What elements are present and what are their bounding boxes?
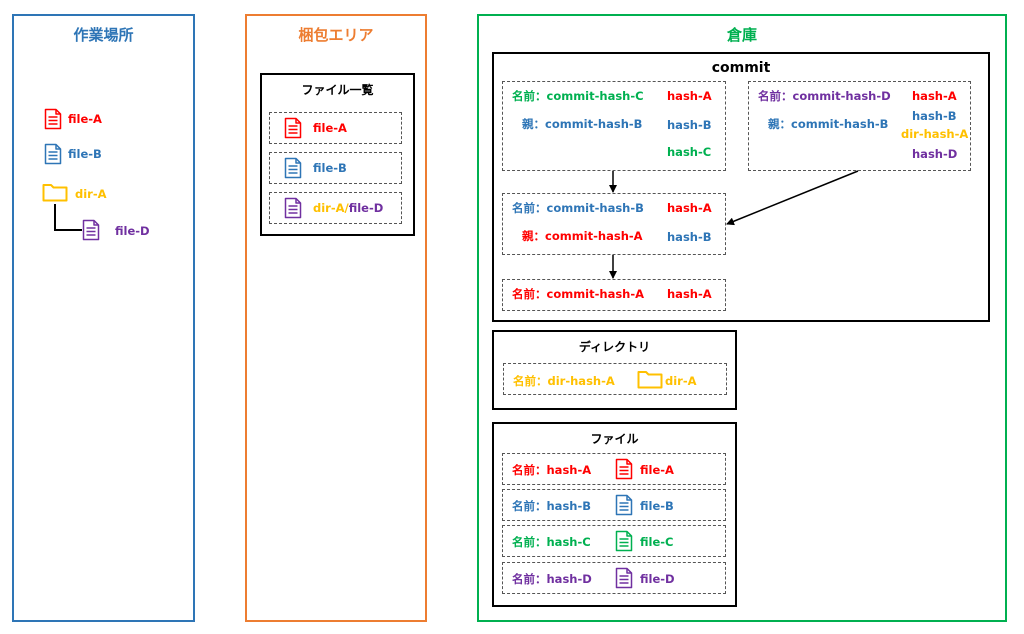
workspace-file-a: file-A xyxy=(68,112,102,126)
file-row xyxy=(502,525,726,557)
file-row xyxy=(502,489,726,521)
file-row-file: file-C xyxy=(640,535,674,549)
file-row xyxy=(502,562,726,594)
commit-c-hash-a: hash-A xyxy=(667,89,712,103)
commit-a-name: 名前：commit-hash-A xyxy=(512,287,645,301)
commit-d-hash-d: hash-D xyxy=(912,147,958,161)
staging-entry-b-label: file-B xyxy=(313,161,347,175)
staging-entry-d-label: dir-A/file-D xyxy=(313,201,383,215)
file-icon xyxy=(615,530,633,552)
file-row-file: file-A xyxy=(640,463,674,477)
file-row xyxy=(502,453,726,485)
commit-d-dir-hash-a: dir-hash-A xyxy=(901,127,969,141)
commit-a-box xyxy=(502,279,726,311)
commit-c-name: 名前：commit-hash-C xyxy=(512,89,644,103)
file-icon xyxy=(615,567,633,589)
workspace-title: 作業場所 xyxy=(73,26,134,44)
repository-title: 倉庫 xyxy=(726,26,757,44)
commit-b-hash-a: hash-A xyxy=(667,201,712,215)
file-icon xyxy=(284,157,302,179)
file-row-name: 名前：hash-C xyxy=(512,535,591,549)
commit-c-parent: 親：commit-hash-B xyxy=(522,117,643,131)
file-icon xyxy=(615,494,633,516)
file-row-file: file-D xyxy=(640,572,675,586)
workspace-file-d: file-D xyxy=(115,224,150,238)
commit-b-parent: 親：commit-hash-A xyxy=(522,229,643,243)
file-icon xyxy=(44,143,62,165)
staging-panel: 梱包エリア xyxy=(245,14,427,622)
commit-d-name: 名前：commit-hash-D xyxy=(758,89,891,103)
repository-panel: 倉庫 xyxy=(477,14,1007,622)
files-title: ファイル xyxy=(590,432,639,446)
file-icon xyxy=(284,197,302,219)
file-row-file: file-B xyxy=(640,499,674,513)
commit-b-hash-b: hash-B xyxy=(667,230,712,244)
commit-c-hash-b: hash-B xyxy=(667,118,712,132)
file-icon xyxy=(82,219,100,241)
commit-d-parent: 親：commit-hash-B xyxy=(768,117,889,131)
directory-entry xyxy=(503,363,727,395)
staging-title: 梱包エリア xyxy=(298,26,374,44)
folder-icon xyxy=(637,369,663,389)
file-row-name: 名前：hash-A xyxy=(512,463,592,477)
file-icon xyxy=(284,117,302,139)
commit-a-hash-a: hash-A xyxy=(667,287,712,301)
commit-c-hash-c: hash-C xyxy=(667,145,712,159)
commit-d-hash-b: hash-B xyxy=(912,109,957,123)
commit-c-box xyxy=(502,81,726,171)
directory-title: ディレクトリ xyxy=(578,340,651,354)
workspace-panel: 作業場所 xyxy=(12,14,195,622)
workspace-dir-a: dir-A xyxy=(75,187,107,201)
commit-b-box xyxy=(502,193,726,255)
staging-entry-a-label: file-A xyxy=(313,121,347,135)
commit-d-box xyxy=(748,81,971,171)
commit-d-hash-a: hash-A xyxy=(912,89,957,103)
staging-entry-d-dir: dir-A/ xyxy=(313,201,349,215)
directory-entry-label: dir-A xyxy=(665,374,697,388)
file-row-name: 名前：hash-D xyxy=(512,572,592,586)
file-icon xyxy=(615,458,633,480)
directory-entry-name: 名前：dir-hash-A xyxy=(513,374,615,388)
file-icon xyxy=(44,108,62,130)
commit-title: commit xyxy=(711,60,771,76)
staging-entry-a xyxy=(269,112,402,144)
commit-b-name: 名前：commit-hash-B xyxy=(512,201,644,215)
folder-icon xyxy=(42,182,68,202)
file-row-name: 名前：hash-B xyxy=(512,499,592,513)
file-list-title: ファイル一覧 xyxy=(301,83,374,97)
workspace-file-b: file-B xyxy=(68,147,102,161)
staging-entry-d-file: file-D xyxy=(348,201,384,215)
